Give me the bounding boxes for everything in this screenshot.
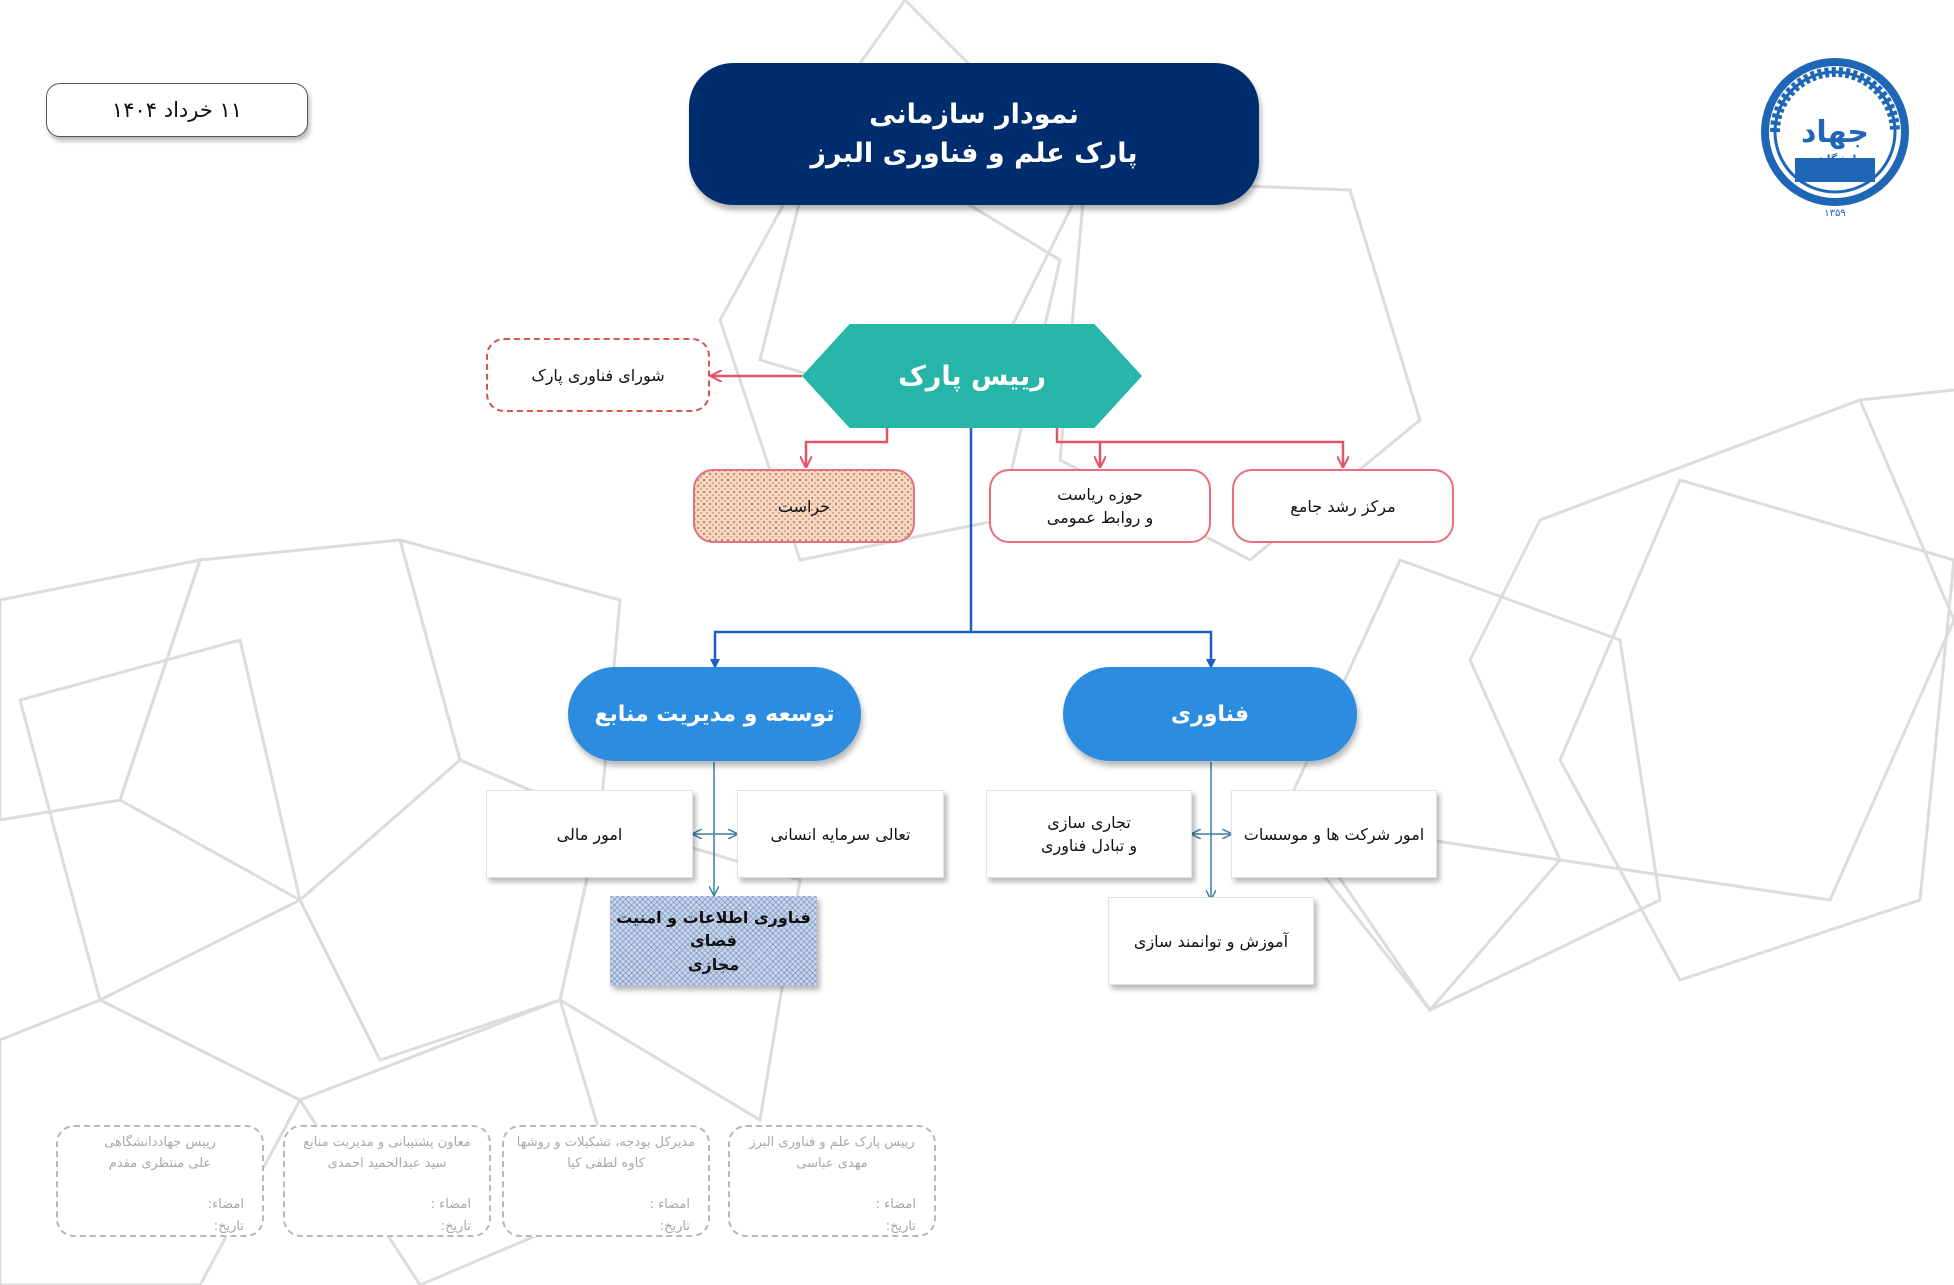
office-label-line-1: حوزه ریاست (1057, 484, 1143, 504)
companies-label: امور شرکت ها و موسسات (1243, 824, 1425, 844)
security-node: حراست (693, 469, 915, 543)
it-security-label-line-1: فناوری اطلاعات و امنیت فضای (616, 908, 811, 951)
security-label: حراست (777, 496, 831, 516)
logo-subtext: دانشگاهی (1808, 153, 1862, 166)
signature-name: علی منتظری مقدم (108, 1155, 212, 1171)
commercialization-label-line-1: تجاری سازی (1047, 812, 1131, 832)
president-node: رییس پارک (802, 324, 1142, 428)
signature-box: رییس پارک علم و فناوری البرز مهدی عباسی … (728, 1125, 936, 1237)
office-label-line-2: و روابط عمومی (1046, 508, 1154, 527)
signature-box: رییس جهاددانشگاهی علی منتظری مقدم امضاء:… (56, 1125, 264, 1237)
signature-date-label: تاریخ: (885, 1219, 916, 1234)
signature-role: رییس جهاددانشگاهی (104, 1135, 216, 1150)
signature-name: مهدی عباسی (796, 1155, 868, 1171)
finance-label: امور مالی (556, 824, 623, 844)
logo-year: ۱۳۵۹ (1824, 208, 1845, 219)
signature-name: سید عبدالحمید احمدی (327, 1155, 447, 1171)
council-node: شورای فناوری پارک (486, 338, 710, 412)
signature-sign-label: امضاء : (875, 1197, 916, 1212)
human-capital-node: تعالی سرمایه انسانی (737, 790, 944, 878)
incubator-label: مرکز رشد جامع (1290, 496, 1396, 516)
date-text: ۱۱ خرداد ۱۴۰۴ (111, 98, 243, 122)
signature-date-label: تاریخ: (659, 1219, 690, 1234)
date-label: ۱۱ خرداد ۱۴۰۴ (46, 83, 308, 137)
signature-sign-label: امضاء : (649, 1197, 690, 1212)
it-security-node: فناوری اطلاعات و امنیت فضای مجازی (610, 896, 817, 986)
training-label: آموزش و توانمند سازی (1133, 931, 1289, 951)
signature-box: مدیرکل بودجه، تشکیلات و روشها کاوه لطفی … (502, 1125, 710, 1237)
president-label: رییس پارک (898, 360, 1046, 392)
training-node: آموزش و توانمند سازی (1108, 897, 1314, 985)
title-line-1: نمودار سازمانی (869, 98, 1079, 130)
commercialization-label-line-2: و تبادل فناوری (1040, 836, 1138, 855)
technology-node: فناوری (1063, 667, 1357, 761)
signature-date-label: تاریخ: (440, 1219, 471, 1234)
council-label: شورای فناوری پارک (531, 365, 665, 385)
finance-node: امور مالی (486, 790, 693, 878)
signature-date-label: تاریخ: (213, 1219, 244, 1234)
signature-role: معاون پشتیبانی و مدیریت منابع (303, 1135, 471, 1150)
resources-node: توسعه و مدیریت منابع (568, 667, 861, 761)
signature-role: رییس پارک علم و فناوری البرز (749, 1135, 915, 1150)
companies-node: امور شرکت ها و موسسات (1231, 790, 1437, 878)
signature-sign-label: امضاء : (430, 1197, 471, 1212)
human-capital-label: تعالی سرمایه انسانی (770, 824, 911, 844)
signature-box: معاون پشتیبانی و مدیریت منابع سید عبدالح… (283, 1125, 491, 1237)
chart-title: نمودار سازمانی پارک علم و فناوری البرز (689, 63, 1259, 205)
it-security-label-line-2: مجازی (687, 954, 740, 974)
technology-label: فناوری (1170, 701, 1250, 727)
signature-role: مدیرکل بودجه، تشکیلات و روشها (516, 1135, 696, 1150)
commercialization-node: تجاری سازی و تبادل فناوری (986, 790, 1192, 878)
incubator-node: مرکز رشد جامع (1232, 469, 1454, 543)
office-node: حوزه ریاست و روابط عمومی (989, 469, 1211, 543)
signature-name: کاوه لطفی کیا (567, 1155, 645, 1171)
title-line-2: پارک علم و فناوری البرز (810, 138, 1138, 169)
resources-label: توسعه و مدیریت منابع (594, 701, 835, 727)
jahad-daneshgahi-logo-icon: جهاد دانشگاهی ۱۳۵۹ (1761, 58, 1909, 219)
logo-text: جهاد (1801, 115, 1869, 150)
signature-sign-label: امضاء: (207, 1197, 244, 1212)
